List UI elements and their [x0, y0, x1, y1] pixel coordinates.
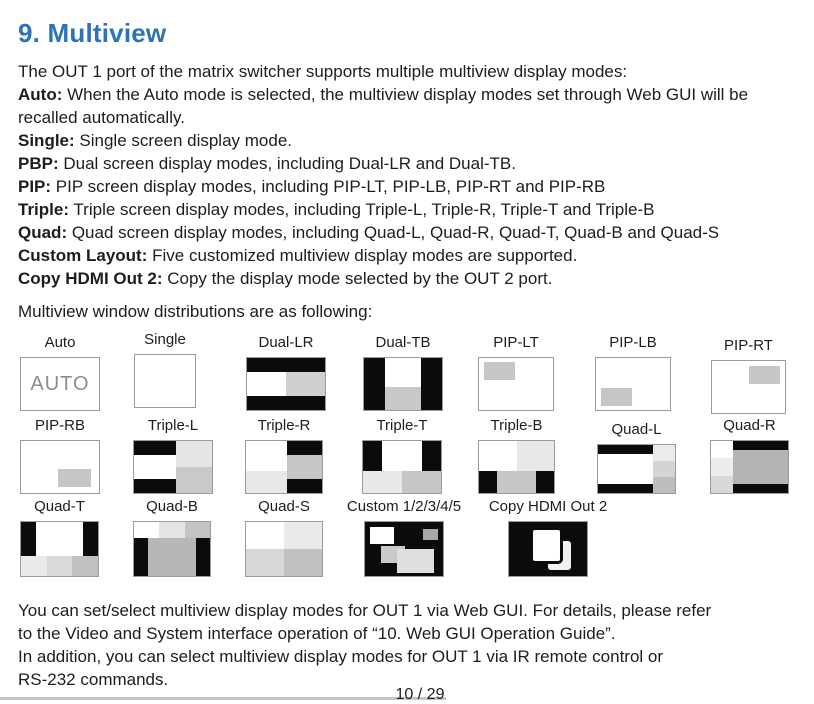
- mode-diagram-pip-lb: [595, 357, 671, 411]
- mode-label: Dual-TB: [375, 334, 431, 351]
- page-number: 10 / 29: [395, 686, 445, 703]
- intro-line: The OUT 1 port of the matrix switcher su…: [18, 60, 798, 83]
- mode-label: Triple-R: [257, 417, 311, 434]
- intro-line: PIP: PIP screen display modes, including…: [18, 175, 798, 198]
- mode-label: Quad-B: [146, 498, 198, 515]
- mode-label: Quad-R: [723, 417, 776, 434]
- mode-name: Copy HDMI Out 2:: [18, 269, 163, 288]
- intro-line: Custom Layout: Five customized multiview…: [18, 244, 798, 267]
- footer-divider: [0, 697, 446, 700]
- mode-label: Single: [144, 331, 186, 348]
- mode-label: PIP-RT: [724, 337, 773, 354]
- mode-diagram-dual-lr: [246, 357, 326, 411]
- mode-diagram-quad-l: [597, 444, 676, 494]
- outro-line: In addition, you can select multiview di…: [18, 647, 664, 666]
- intro-line: Auto: When the Auto mode is selected, th…: [18, 83, 798, 129]
- mode-tile-pip-lb: PIP-LB: [595, 334, 671, 411]
- mode-description: When the Auto mode is selected, the mult…: [18, 85, 749, 127]
- intro-line: Copy HDMI Out 2: Copy the display mode s…: [18, 267, 798, 290]
- mode-name: Custom Layout:: [18, 246, 148, 265]
- mode-tile-quad-s: Quad-S: [245, 498, 323, 577]
- copy-icon: [530, 527, 563, 564]
- mode-tile-quad-b: Quad-B: [133, 498, 211, 577]
- intro-line: Quad: Quad screen display modes, includi…: [18, 221, 798, 244]
- mode-label: Quad-L: [611, 421, 662, 438]
- mode-description: Copy the display mode selected by the OU…: [162, 269, 553, 288]
- mode-label: Quad-T: [34, 498, 85, 515]
- mode-diagram-auto: AUTO: [20, 357, 100, 411]
- mode-name: Quad:: [18, 223, 68, 242]
- mode-tile-quad-r: Quad-R: [710, 417, 789, 494]
- mode-diagram-quad-b: [133, 521, 211, 577]
- mode-label: Triple-L: [147, 417, 199, 434]
- mode-label: Triple-T: [376, 417, 428, 434]
- mode-tile-pip-rt: PIP-RT: [711, 337, 786, 414]
- outro-line: to the Video and System interface operat…: [18, 624, 616, 643]
- mode-tile-pip-rb: PIP-RB: [20, 417, 100, 494]
- mode-description: Dual screen display modes, including Dua…: [58, 154, 516, 173]
- mode-diagram-quad-t: [20, 521, 99, 577]
- mode-descriptions: The OUT 1 port of the matrix switcher su…: [18, 60, 798, 290]
- mode-diagram-custom: [364, 521, 444, 577]
- mode-diagram-pip-lt: [478, 357, 554, 411]
- mode-description: Triple screen display modes, including T…: [69, 200, 655, 219]
- mode-description: Five customized multiview display modes …: [147, 246, 578, 265]
- mode-tile-pip-lt: PIP-LT: [478, 334, 554, 411]
- mode-tile-dual-tb: Dual-TB: [363, 334, 443, 411]
- mode-tile-triple-r: Triple-R: [245, 417, 323, 494]
- mode-label: PIP-RB: [34, 417, 85, 434]
- mode-tile-auto: Auto AUTO: [20, 334, 100, 411]
- mode-tile-quad-t: Quad-T: [20, 498, 99, 577]
- mode-diagram-pip-rt: [711, 360, 786, 414]
- mode-tile-copy-hdmi-out-2: Copy HDMI Out 2: [488, 498, 608, 577]
- intro-line: Single: Single screen display mode.: [18, 129, 798, 152]
- mode-tile-triple-t: Triple-T: [362, 417, 442, 494]
- mode-name: PIP:: [18, 177, 52, 196]
- mode-diagram-triple-t: [362, 440, 442, 494]
- mode-diagram-dual-tb: [363, 357, 443, 411]
- outro-line: You can set/select multiview display mod…: [18, 601, 712, 620]
- mode-diagram-quad-r: [710, 440, 789, 494]
- mode-diagram-triple-b: [478, 440, 555, 494]
- mode-tile-custom: Custom 1/2/3/4/5: [346, 498, 462, 577]
- intro-line: Triple: Triple screen display modes, inc…: [18, 198, 798, 221]
- mode-name: PBP:: [18, 154, 59, 173]
- mode-label: Quad-S: [258, 498, 310, 515]
- mode-name: Triple:: [18, 200, 70, 219]
- mode-label: PIP-LB: [609, 334, 657, 351]
- mode-diagram-triple-l: [133, 440, 213, 494]
- mode-description: The OUT 1 port of the matrix switcher su…: [18, 62, 628, 81]
- mode-label: Custom 1/2/3/4/5: [346, 498, 462, 515]
- mode-tile-triple-l: Triple-L: [133, 417, 213, 494]
- distributions-heading: Multiview window distributions are as fo…: [18, 302, 373, 321]
- mode-tile-quad-l: Quad-L: [597, 421, 676, 494]
- mode-label: Triple-B: [490, 417, 543, 434]
- mode-description: Single screen display mode.: [74, 131, 293, 150]
- mode-label: PIP-LT: [493, 334, 539, 351]
- auto-text: AUTO: [30, 372, 90, 395]
- mode-label: Dual-LR: [258, 334, 314, 351]
- closing-paragraph: You can set/select multiview display mod…: [18, 599, 808, 691]
- mode-tile-triple-b: Triple-B: [478, 417, 555, 494]
- page-title: 9. Multiview: [18, 18, 167, 48]
- mode-diagram-copy-hdmi-out-2: [508, 521, 588, 577]
- mode-diagram-pip-rb: [20, 440, 100, 494]
- mode-description: PIP screen display modes, including PIP-…: [51, 177, 606, 196]
- mode-label: Auto: [44, 334, 76, 351]
- mode-diagram-quad-s: [245, 521, 323, 577]
- mode-description: Quad screen display modes, including Qua…: [67, 223, 720, 242]
- mode-diagram-single: [134, 354, 196, 408]
- intro-line: PBP: Dual screen display modes, includin…: [18, 152, 798, 175]
- mode-tile-single: Single: [134, 331, 196, 408]
- mode-name: Single:: [18, 131, 75, 150]
- mode-label: Copy HDMI Out 2: [488, 498, 608, 515]
- mode-tile-dual-lr: Dual-LR: [246, 334, 326, 411]
- mode-diagram-triple-r: [245, 440, 323, 494]
- outro-line: RS-232 commands.: [18, 670, 169, 689]
- mode-name: Auto:: [18, 85, 63, 104]
